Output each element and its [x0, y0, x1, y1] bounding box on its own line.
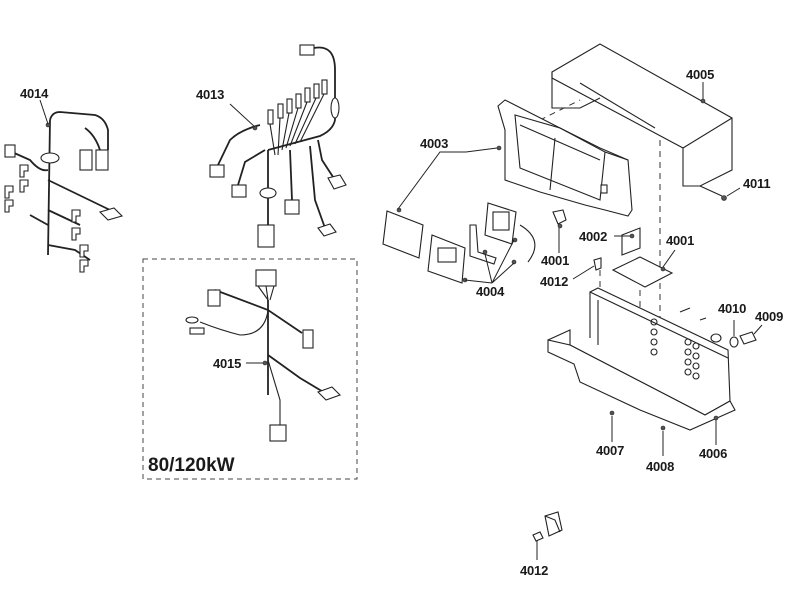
harness-4014	[4, 99, 124, 273]
callout-4010: 4010	[718, 301, 747, 316]
loose-part-4012	[532, 511, 563, 560]
top-cover-4005	[551, 43, 741, 201]
callout-4009: 4009	[755, 309, 784, 324]
callout-4015: 4015	[213, 356, 242, 371]
callout-4012-bottom: 4012	[520, 563, 549, 578]
callout-4012-screw: 4012	[540, 274, 569, 289]
front-fascia-4003	[465, 99, 633, 217]
callout-4003: 4003	[420, 136, 449, 151]
callout-4006: 4006	[699, 446, 728, 461]
callout-4007: 4007	[596, 443, 625, 458]
base-tray-4006	[547, 287, 763, 456]
callout-4002: 4002	[579, 229, 608, 244]
harness-4013	[209, 44, 347, 248]
variant-box	[142, 258, 358, 480]
callout-4001-switch: 4001	[541, 253, 570, 268]
variant-label: 80/120kW	[148, 455, 235, 476]
boards	[572, 227, 676, 288]
panel-parts	[382, 151, 567, 284]
callout-4013: 4013	[196, 87, 225, 102]
callout-4014: 4014	[20, 86, 49, 101]
callout-4011: 4011	[743, 176, 771, 191]
callout-4008: 4008	[646, 459, 675, 474]
callout-4005: 4005	[686, 67, 715, 82]
callout-4001-board: 4001	[666, 233, 695, 248]
callout-4004: 4004	[476, 284, 505, 299]
harness-4015	[185, 269, 342, 442]
